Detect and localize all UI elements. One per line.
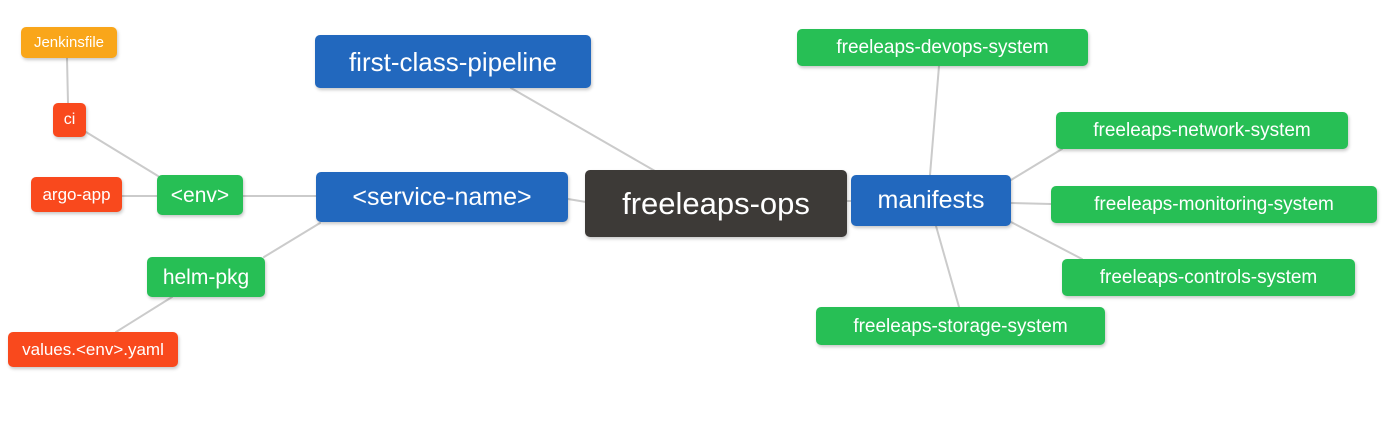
node-helm-pkg[interactable]: helm-pkg [147, 257, 265, 297]
node-service-name[interactable]: <service-name> [316, 172, 568, 222]
node-env[interactable]: <env> [157, 175, 243, 215]
node-manifests[interactable]: manifests [851, 175, 1011, 226]
node-freeleaps-monitoring-system[interactable]: freeleaps-monitoring-system [1051, 186, 1377, 223]
node-first-class-pipeline[interactable]: first-class-pipeline [315, 35, 591, 88]
node-jenkinsfile[interactable]: Jenkinsfile [21, 27, 117, 58]
node-freeleaps-ops-root[interactable]: freeleaps-ops [585, 170, 847, 237]
node-freeleaps-devops-system[interactable]: freeleaps-devops-system [797, 29, 1088, 66]
node-freeleaps-network-system[interactable]: freeleaps-network-system [1056, 112, 1348, 149]
node-values-env-yaml[interactable]: values.<env>.yaml [8, 332, 178, 367]
node-argo-app[interactable]: argo-app [31, 177, 122, 212]
node-freeleaps-controls-system[interactable]: freeleaps-controls-system [1062, 259, 1355, 296]
node-ci[interactable]: ci [53, 103, 86, 137]
node-freeleaps-storage-system[interactable]: freeleaps-storage-system [816, 307, 1105, 345]
